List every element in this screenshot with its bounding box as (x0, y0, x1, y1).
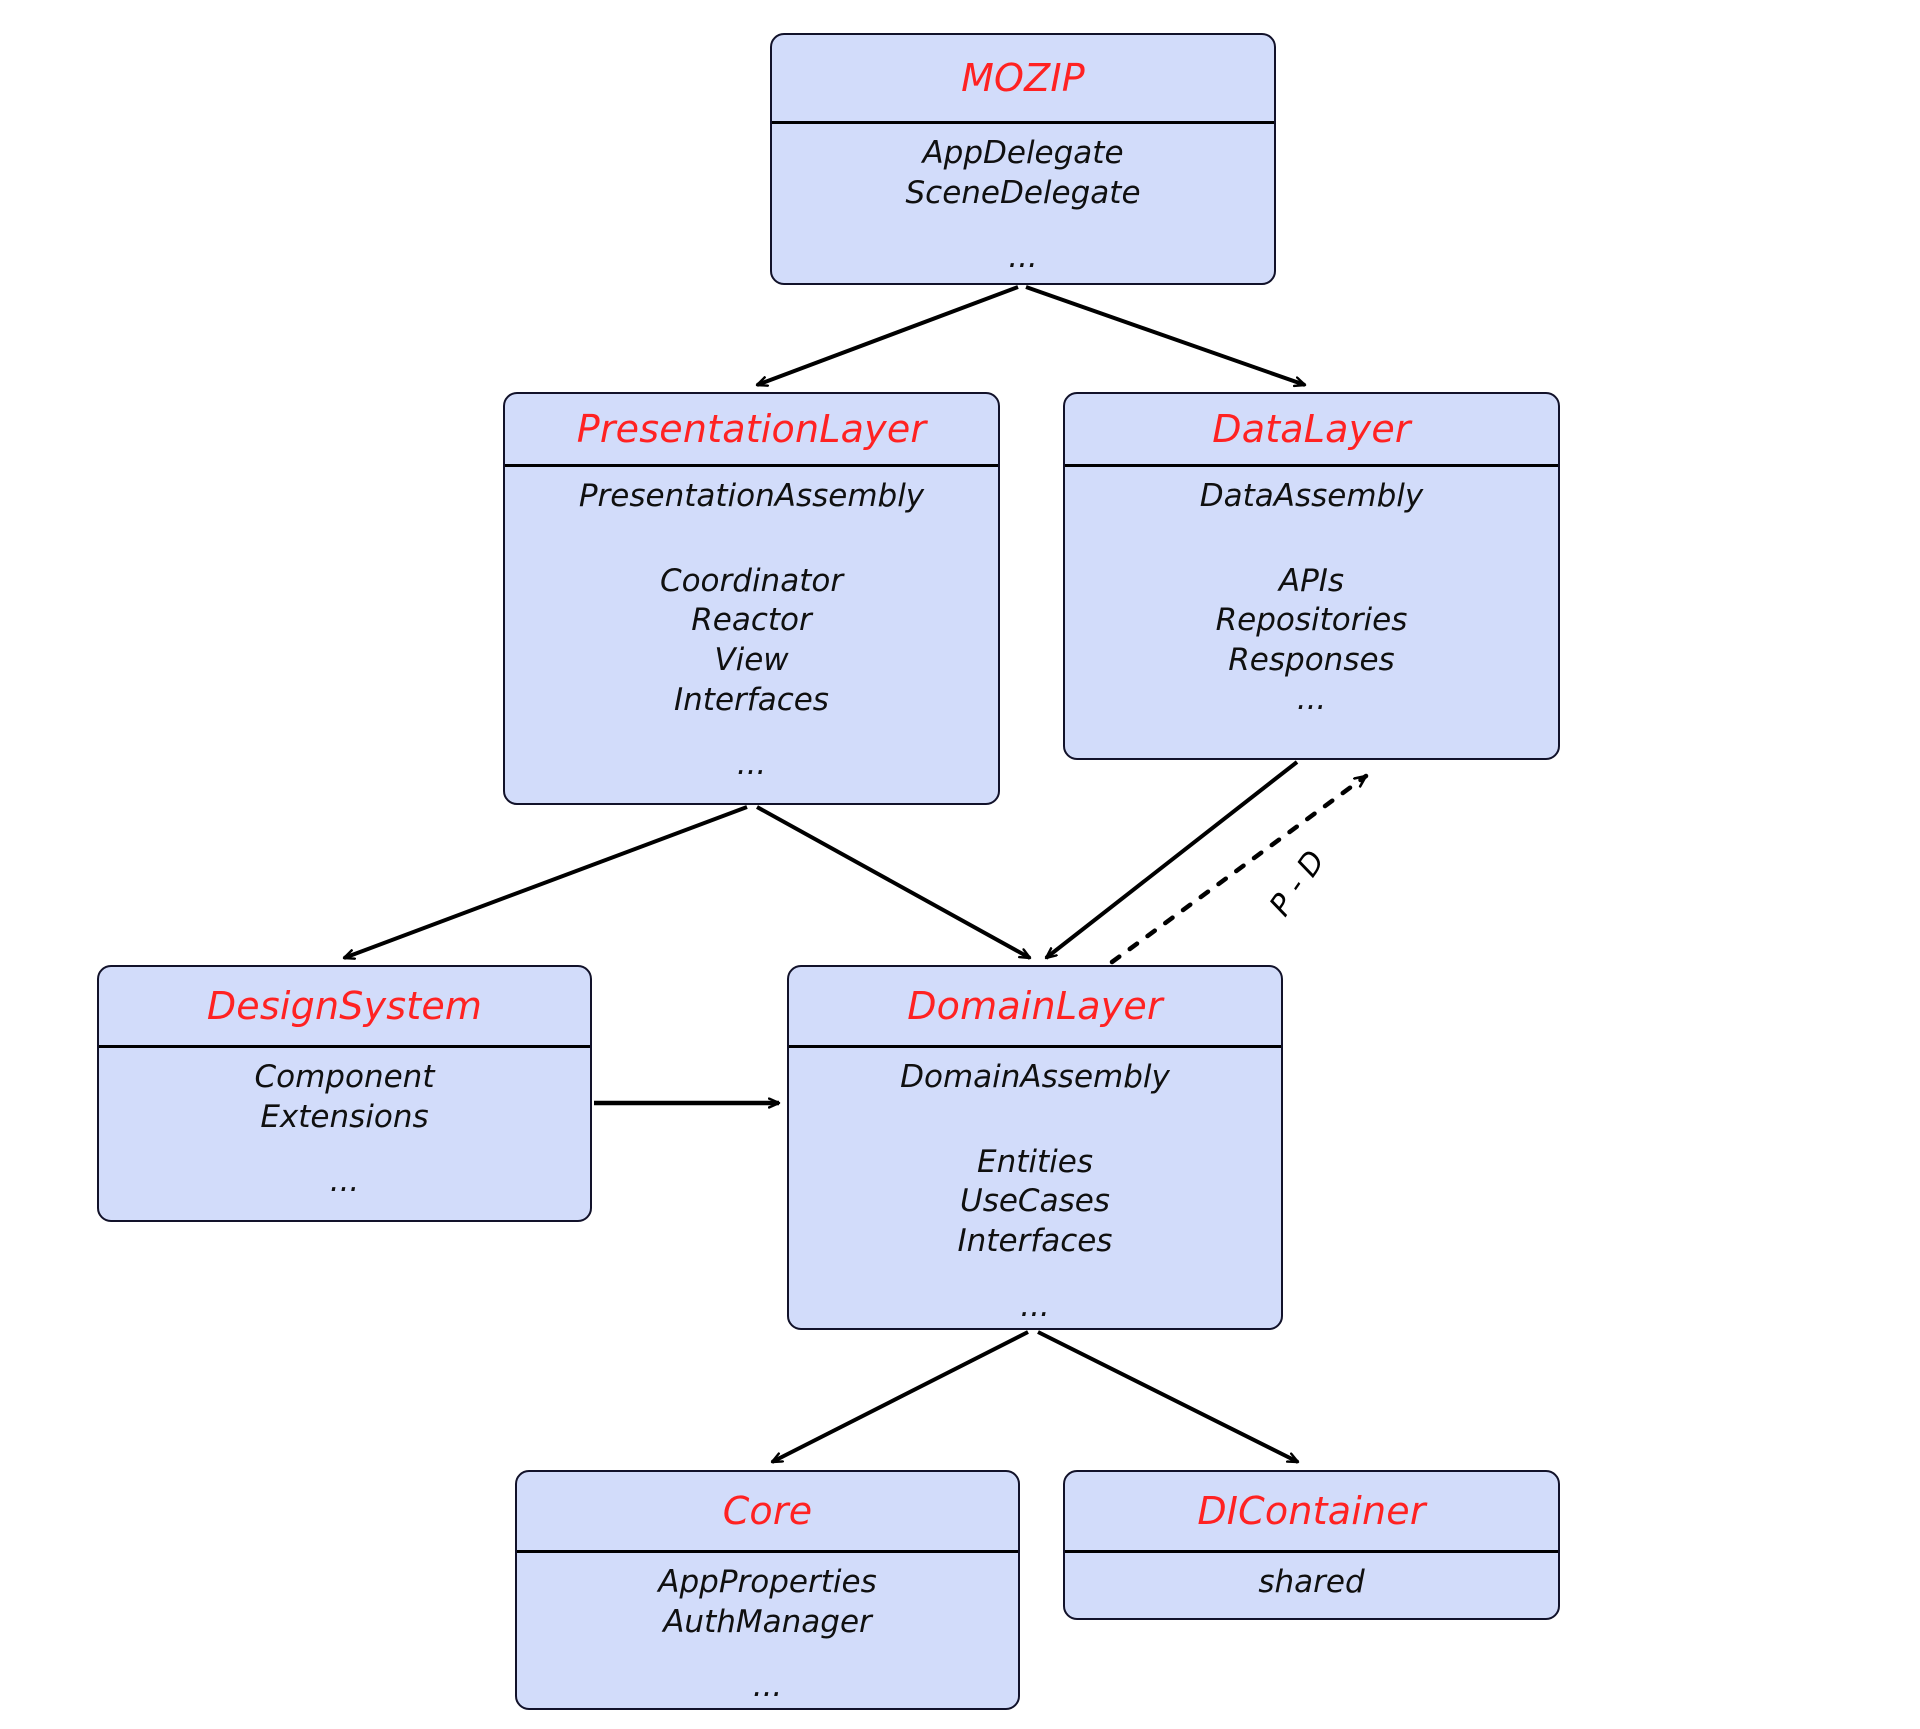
member-item: AppDelegate (922, 135, 1124, 171)
node-core-title: Core (517, 1472, 1018, 1553)
edge-mozip-to-datalayer (1025, 285, 1305, 385)
edge-domainlayer-to-dicontainer (1037, 1330, 1298, 1464)
node-datalayer-ellipsis: ... (1296, 680, 1327, 717)
node-core-members: AppProperties AuthManager (658, 1563, 876, 1642)
member-item: Repositories (1215, 602, 1408, 639)
edge-presentationlayer-to-domainlayer (756, 805, 1030, 960)
node-dicontainer[interactable]: DIContainer shared (1063, 1470, 1560, 1620)
node-domainlayer-ellipsis: ... (1020, 1287, 1050, 1324)
member-item: Entities (976, 1143, 1093, 1180)
node-mozip-body: AppDelegate SceneDelegate ... (772, 124, 1274, 283)
node-presentationlayer-body: PresentationAssembly Coordinator Reactor… (505, 467, 998, 803)
member-item: Responses (1228, 642, 1395, 679)
node-designsystem-body: Component Extensions ... (99, 1048, 590, 1220)
node-datalayer-members: APIs Repositories Responses (1216, 562, 1408, 681)
node-core[interactable]: Core AppProperties AuthManager ... (515, 1470, 1020, 1710)
node-dicontainer-title: DIContainer (1065, 1472, 1558, 1553)
edge-presentationlayer-to-designsystem (344, 805, 748, 958)
node-core-ellipsis: ... (752, 1668, 783, 1705)
node-domainlayer-body: DomainAssembly Entities UseCases Interfa… (789, 1048, 1281, 1328)
node-domainlayer[interactable]: DomainLayer DomainAssembly Entities UseC… (787, 965, 1283, 1330)
node-domainlayer-members: Entities UseCases Interfaces (958, 1143, 1113, 1262)
node-domainlayer-assembly: DomainAssembly (900, 1059, 1170, 1095)
node-designsystem-title: DesignSystem (99, 967, 590, 1048)
member-item: AuthManager (663, 1603, 872, 1640)
node-datalayer-assembly: DataAssembly (1199, 478, 1424, 514)
node-presentationlayer-ellipsis: ... (736, 746, 767, 783)
node-datalayer-body: DataAssembly APIs Repositories Responses… (1065, 467, 1558, 758)
edge-datalayer-to-domainlayer (1044, 760, 1299, 960)
edge-label-p-d: P - D (1262, 844, 1333, 923)
member-item: AppProperties (658, 1564, 877, 1600)
member-item: Reactor (691, 602, 812, 639)
node-domainlayer-title: DomainLayer (789, 967, 1281, 1048)
node-dicontainer-body: shared (1065, 1553, 1558, 1618)
member-item: APIs (1278, 562, 1345, 599)
member-item: UseCases (960, 1183, 1110, 1220)
node-datalayer[interactable]: DataLayer DataAssembly APIs Repositories… (1063, 392, 1560, 760)
member-item: Interfaces (674, 681, 829, 718)
node-core-body: AppProperties AuthManager ... (517, 1553, 1018, 1708)
edge-domainlayer-to-core (772, 1330, 1029, 1464)
node-designsystem-members: Component Extensions (255, 1058, 435, 1137)
node-mozip[interactable]: MOZIP AppDelegate SceneDelegate ... (770, 33, 1276, 285)
node-datalayer-title: DataLayer (1065, 394, 1558, 467)
node-presentationlayer-title: PresentationLayer (505, 394, 998, 467)
node-designsystem[interactable]: DesignSystem Component Extensions ... (97, 965, 592, 1222)
member-item: Component (254, 1059, 435, 1095)
member-item: shared (1258, 1564, 1365, 1600)
node-presentationlayer-assembly: PresentationAssembly (578, 478, 925, 514)
node-designsystem-ellipsis: ... (329, 1163, 360, 1200)
node-mozip-members: AppDelegate SceneDelegate (905, 134, 1140, 213)
member-item: View (714, 642, 789, 679)
member-item: Coordinator (659, 562, 844, 599)
node-mozip-title: MOZIP (772, 35, 1274, 124)
node-dicontainer-members: shared (1258, 1563, 1364, 1603)
node-presentationlayer[interactable]: PresentationLayer PresentationAssembly C… (503, 392, 1000, 805)
node-presentationlayer-members: Coordinator Reactor View Interfaces (660, 562, 843, 721)
member-item: Extensions (260, 1098, 429, 1135)
node-mozip-ellipsis: ... (1008, 239, 1038, 276)
member-item: SceneDelegate (905, 174, 1141, 211)
edge-mozip-to-presentationlayer (757, 285, 1019, 385)
member-item: Interfaces (957, 1223, 1113, 1260)
